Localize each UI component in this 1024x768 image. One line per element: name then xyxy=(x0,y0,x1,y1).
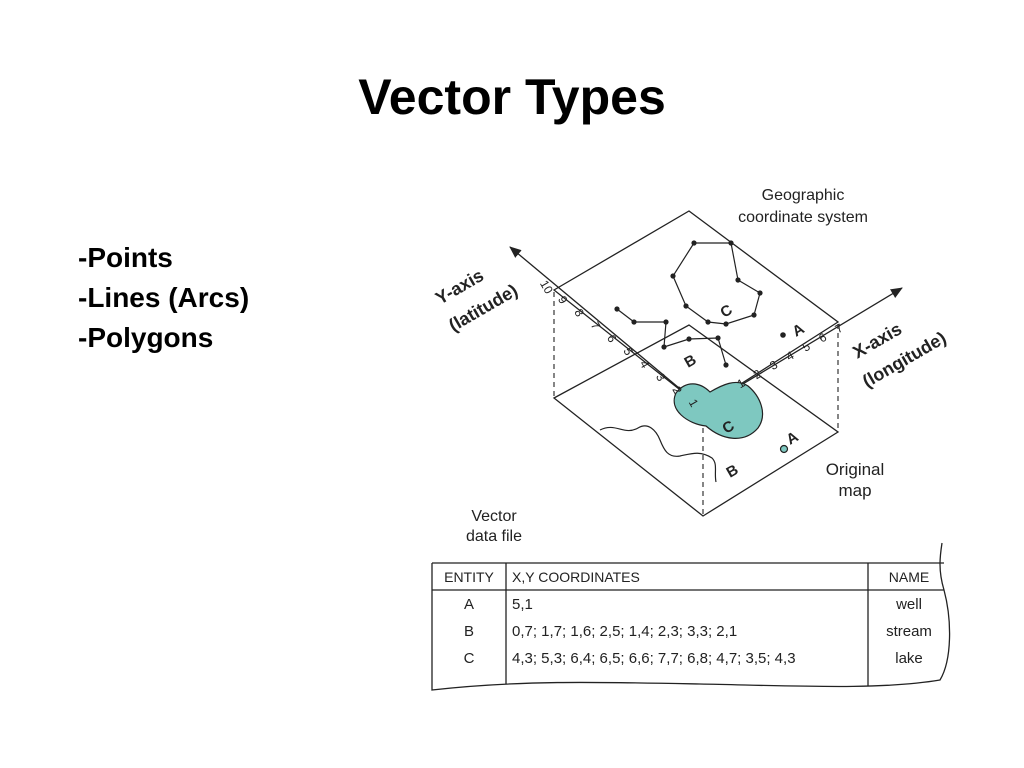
map-label-line2: map xyxy=(838,481,871,500)
table-cell-coordinates: 0,7; 1,7; 1,6; 2,5; 1,4; 2,3; 3,3; 2,1 xyxy=(512,623,737,640)
x-tick-label: 6 xyxy=(816,330,829,346)
y-axis-arrow xyxy=(509,246,704,409)
map-plane xyxy=(552,324,840,517)
table-cell-entity: A xyxy=(464,596,474,613)
geo-label-line1: Geographic xyxy=(762,187,845,204)
bullet-list: -Points -Lines (Arcs) -Polygons xyxy=(78,238,249,358)
coordinate-plane xyxy=(552,210,840,409)
bullet-lines: -Lines (Arcs) xyxy=(78,282,250,313)
table-cell-entity: C xyxy=(464,650,475,667)
table-header-name: NAME xyxy=(889,569,929,585)
label-c-upper: C xyxy=(718,301,736,321)
stream-line xyxy=(599,425,717,483)
y-tick-label: 7 xyxy=(588,319,604,332)
bullet-points: -Points xyxy=(78,242,173,273)
line-vertices xyxy=(614,306,729,368)
vector-polygon xyxy=(672,242,761,325)
vector-line xyxy=(616,308,727,366)
table-cell-name: well xyxy=(895,596,922,613)
x-axis-title: X-axis (longitude) xyxy=(849,319,949,392)
x-tick-label: 4 xyxy=(784,348,797,364)
polygon-vertices xyxy=(670,240,763,327)
table-cell-coordinates: 4,3; 5,3; 6,4; 6,5; 6,6; 7,7; 6,8; 4,7; … xyxy=(512,650,796,667)
vector-point xyxy=(780,332,786,338)
label-b-map: B xyxy=(724,461,742,481)
lake-polygon xyxy=(673,381,763,439)
label-a-map: A xyxy=(784,428,802,448)
y-tick-label: 9 xyxy=(555,293,571,306)
y-axis-title: Y-axis (latitude) xyxy=(432,265,521,335)
y-tick-label: 3 xyxy=(653,371,669,384)
table-cell-coordinates: 5,1 xyxy=(512,596,533,613)
x-tick-label: 5 xyxy=(800,339,813,355)
y-tick-label: 5 xyxy=(620,345,636,358)
table-frame xyxy=(431,542,951,691)
geo-label-line2: coordinate system xyxy=(738,209,868,226)
table-header-entity: ENTITY xyxy=(444,569,494,585)
y-tick-label: 4 xyxy=(637,358,653,371)
map-label-line1: Original xyxy=(826,460,885,479)
y-tick-label: 10 xyxy=(537,278,556,297)
file-label-line1: Vector xyxy=(471,508,517,525)
label-b-upper: B xyxy=(682,351,700,371)
y-tick-label: 6 xyxy=(604,332,620,345)
table-cell-name: stream xyxy=(886,623,932,640)
table-cell-entity: B xyxy=(464,623,474,640)
y-tick-label: 8 xyxy=(571,306,587,319)
table-header-coordinates: X,Y COORDINATES xyxy=(512,569,640,585)
file-label-line2: data file xyxy=(466,528,522,545)
well-point xyxy=(779,444,789,454)
label-a-upper: A xyxy=(790,320,808,340)
slide-title: Vector Types xyxy=(358,69,666,125)
x-tick-label: 2 xyxy=(751,366,764,382)
table-cell-name: lake xyxy=(895,650,923,667)
bullet-polygons: -Polygons xyxy=(78,322,214,353)
